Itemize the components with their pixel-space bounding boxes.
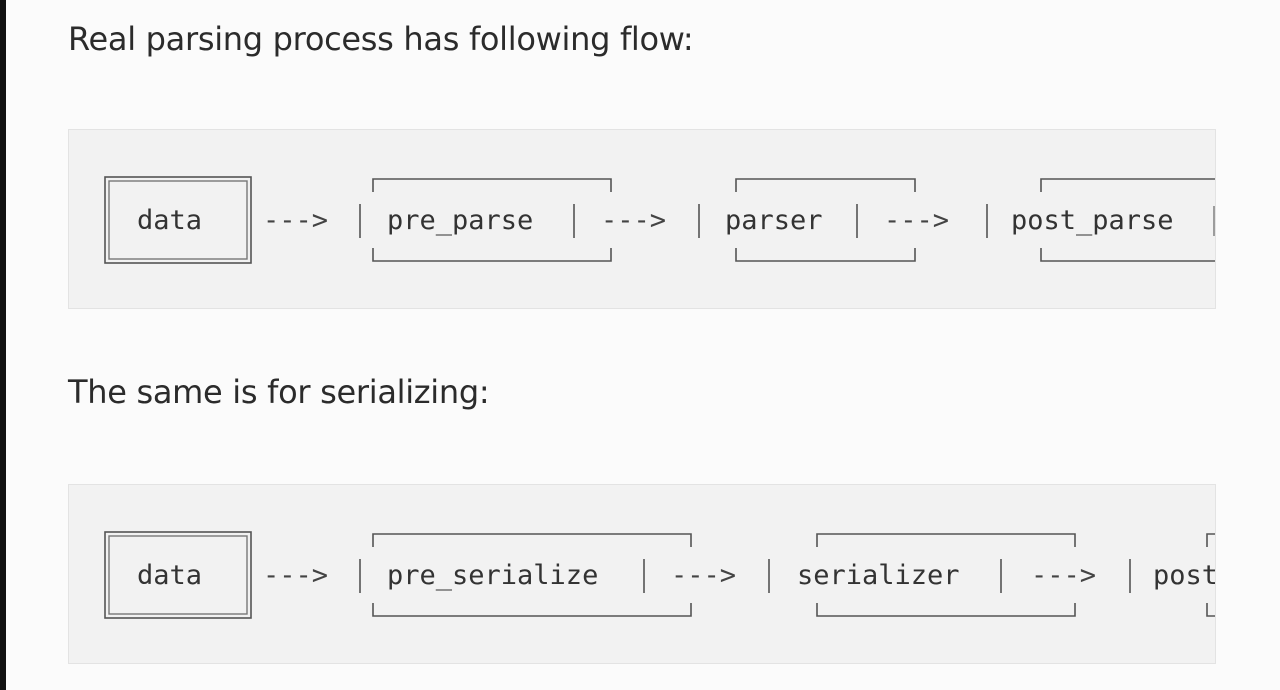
flow-arrow: --->: [884, 205, 949, 236]
parsing-flow-svg: data ---> pre_parse ---> parser --->: [104, 176, 1215, 264]
flow-node-serializer: serializer: [797, 560, 960, 591]
flow-arrow: --->: [263, 205, 328, 236]
flow-node-post-parse-box: [986, 178, 1215, 262]
flow-node-data-box: [104, 531, 252, 619]
parsing-flow-diagram: data ---> pre_parse ---> parser --->: [69, 130, 1215, 308]
flow-node-pre-serialize: pre_serialize: [387, 560, 598, 591]
left-edge-bar: [0, 0, 6, 690]
paragraph-serializing-flow: The same is for serializing:: [68, 373, 490, 411]
flow-node-parser-box: [698, 178, 916, 262]
flow-node-post-box: [1129, 533, 1215, 617]
flow-arrow: --->: [601, 205, 666, 236]
flow-node-post: post: [1153, 560, 1216, 591]
flow-node-pre-serialize-box: [359, 533, 692, 617]
flow-arrow: --->: [671, 560, 736, 591]
flow-node-data: data: [137, 205, 202, 236]
code-block-parsing-flow: data ---> pre_parse ---> parser --->: [68, 129, 1216, 309]
flow-node-pre-parse-box: [359, 178, 612, 262]
flow-arrow: --->: [263, 560, 328, 591]
flow-node-parser: parser: [725, 205, 823, 236]
serializing-flow-diagram: data ---> pre_serialize ---> serializer …: [69, 485, 1216, 663]
serializing-flow-svg: data ---> pre_serialize ---> serializer …: [104, 531, 1216, 619]
flow-node-serializer-box: [768, 533, 1076, 617]
paragraph-parsing-flow: Real parsing process has following flow:: [68, 20, 694, 58]
flow-node-pre-parse: pre_parse: [387, 205, 533, 236]
flow-node-data: data: [137, 560, 202, 591]
flow-arrow: --->: [1031, 560, 1096, 591]
code-block-serializing-flow: data ---> pre_serialize ---> serializer …: [68, 484, 1216, 664]
flow-node-data-box: [104, 176, 252, 264]
flow-node-post-parse: post_parse: [1011, 205, 1174, 236]
